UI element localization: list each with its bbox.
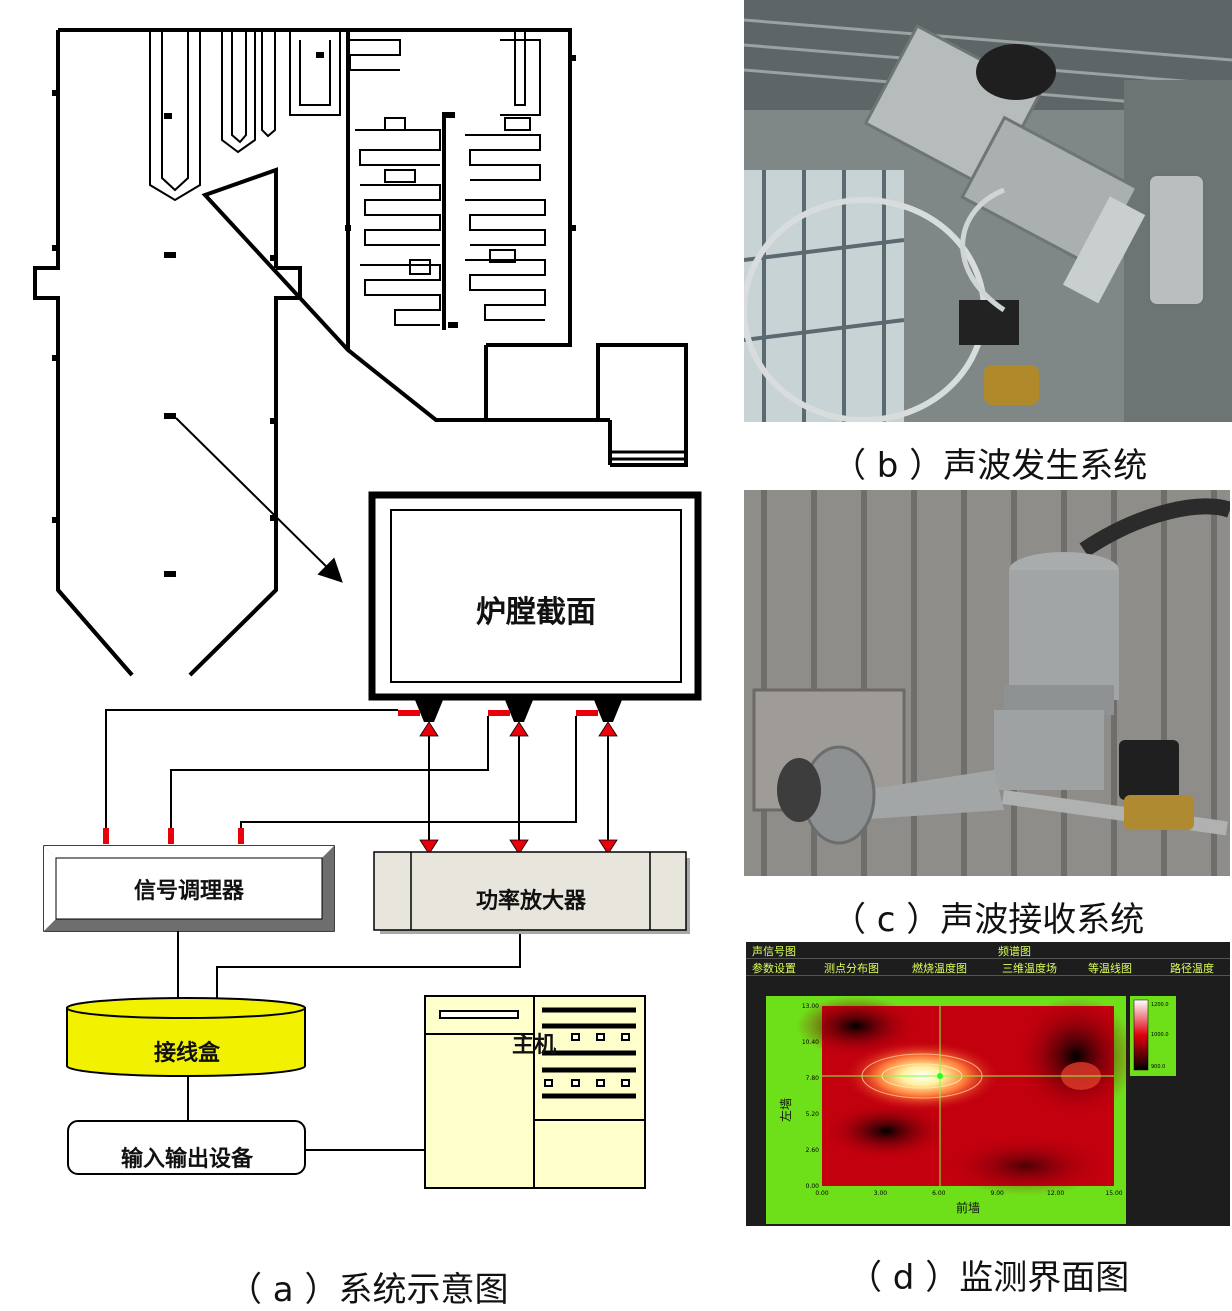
x-tick-label: 15.00	[1105, 1190, 1122, 1197]
y-tick-label: 13.00	[802, 1003, 819, 1010]
boiler-outline	[33, 28, 688, 677]
signal-arrows	[428, 730, 609, 845]
caption-c: （ c ）声波接收系统	[832, 900, 1145, 940]
tube-bundles	[149, 30, 546, 326]
io-device-box	[67, 1120, 306, 1175]
tab-path-temp[interactable]: 路径温度	[1170, 962, 1214, 975]
system-schematic: 炉膛截面	[33, 28, 702, 1189]
tab-3d-temp-field[interactable]: 三维温度场	[1002, 962, 1057, 975]
tab-spectrum[interactable]: 频谱图	[998, 945, 1031, 958]
y-axis-label: 左墙	[778, 1098, 793, 1122]
x-tick-label: 9.00	[991, 1190, 1005, 1197]
tab-row-1: 声信号图 频谱图	[746, 942, 1230, 959]
junction-box	[66, 997, 306, 1077]
x-tick-label: 6.00	[932, 1190, 946, 1197]
host-computer	[424, 995, 646, 1189]
colorbar-tick-2: 900.0	[1151, 1064, 1165, 1070]
caption-b: （ b ）声波发生系统	[832, 446, 1148, 486]
monitoring-interface: 声信号图 频谱图 参数设置 测点分布图 燃烧温度图 三维温度场 等温线图 路径温…	[746, 942, 1230, 1226]
photo-acoustic-receiver	[744, 490, 1230, 876]
tab-point-distribution[interactable]: 测点分布图	[824, 962, 879, 975]
tube-bundles-lower	[612, 450, 684, 461]
y-tick-label: 7.80	[806, 1075, 820, 1082]
signal-conditioner-box	[43, 845, 335, 932]
x-tick-label: 3.00	[874, 1190, 888, 1197]
colorbar	[1133, 999, 1149, 1071]
caption-a: （ a ）系统示意图	[228, 1270, 509, 1310]
wiring	[105, 709, 577, 1151]
tab-parameters[interactable]: 参数设置	[752, 962, 796, 975]
y-tick-label: 5.20	[806, 1111, 820, 1118]
x-tick-label: 12.00	[1047, 1190, 1064, 1197]
red-connectors	[103, 710, 598, 844]
tab-row-2: 参数设置 测点分布图 燃烧温度图 三维温度场 等温线图 路径温度	[746, 959, 1230, 976]
transducers	[415, 700, 622, 722]
power-amplifier-label: 功率放大器	[476, 888, 587, 914]
furnace-section-label: 炉膛截面	[476, 595, 596, 630]
io-device-label: 输入输出设备	[121, 1146, 254, 1172]
power-amplifier-box	[373, 851, 690, 934]
x-axis-label: 前墙	[956, 1200, 980, 1215]
caption-d: （ d ）监测界面图	[848, 1258, 1130, 1298]
tab-isotherm[interactable]: 等温线图	[1088, 962, 1132, 975]
host-label: 主机	[512, 1033, 556, 1058]
x-tick-label: 0.00	[815, 1190, 829, 1197]
colorbar-tick-0: 1200.0	[1151, 1002, 1169, 1008]
furnace-section-box	[368, 491, 702, 701]
arrow-heads	[419, 721, 618, 855]
y-tick-label: 0.00	[806, 1183, 820, 1190]
section-arrow	[175, 417, 343, 583]
y-tick-label: 10.40	[802, 1039, 819, 1046]
photo-acoustic-generator	[744, 0, 1232, 422]
measurement-points	[52, 52, 576, 577]
junction-box-label: 接线盒	[154, 1040, 221, 1066]
y-tick-label: 2.60	[806, 1147, 820, 1154]
signal-conditioner-label: 信号调理器	[134, 878, 245, 904]
tab-combustion-temp[interactable]: 燃烧温度图	[912, 962, 967, 975]
colorbar-tick-1: 1000.0	[1151, 1032, 1169, 1038]
tab-acoustic-signal[interactable]: 声信号图	[752, 945, 796, 958]
